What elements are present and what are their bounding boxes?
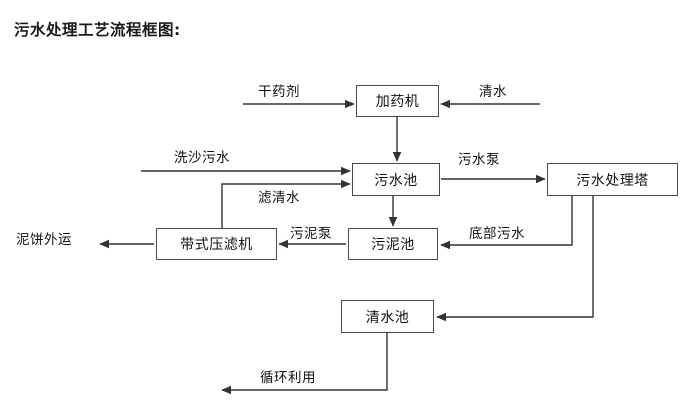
- node-sludge-pool[interactable]: 污泥池: [348, 228, 438, 260]
- terminal-recycle-reuse: 循环利用: [260, 370, 316, 386]
- node-belt-filter-press[interactable]: 带式压滤机: [156, 228, 277, 260]
- edge-label-bottom-wastewater: 底部污水: [469, 226, 525, 242]
- edge-label-sludge-pump: 污泥泵: [290, 226, 332, 242]
- edge-label-filtered-clear-water: 滤清水: [258, 190, 300, 206]
- edge-press-to-wastewater-pool: [221, 179, 351, 228]
- terminal-sand-washing-wastewater: 洗沙污水: [174, 150, 230, 166]
- node-clear-water-pool[interactable]: 清水池: [341, 300, 434, 333]
- edge-clear-pool-to-recycle: [221, 333, 388, 395]
- node-wastewater-pool[interactable]: 污水池: [352, 163, 440, 196]
- terminal-dry-chemical: 干药剂: [258, 84, 300, 100]
- node-dosing-machine[interactable]: 加药机: [356, 85, 439, 117]
- terminal-mud-cake-transport-out: 泥饼外运: [16, 232, 72, 248]
- edge-tower-to-clear-pool: [436, 196, 594, 322]
- edge-label-wastewater-pump: 污水泵: [458, 152, 500, 168]
- edge-tower-to-sludge-pool: [440, 196, 573, 250]
- node-treatment-tower[interactable]: 污水处理塔: [547, 163, 678, 196]
- page-title: 污水处理工艺流程框图:: [14, 21, 181, 39]
- terminal-clean-water: 清水: [479, 84, 507, 100]
